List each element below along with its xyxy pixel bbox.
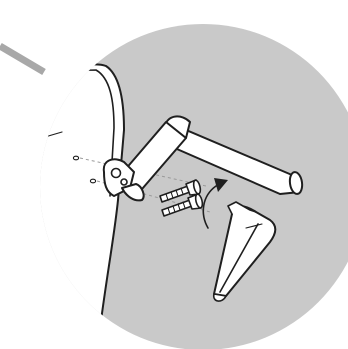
callout-leader-line [0, 46, 44, 72]
screw-hole-upper [73, 156, 78, 160]
screw-hole-lower [90, 179, 95, 183]
